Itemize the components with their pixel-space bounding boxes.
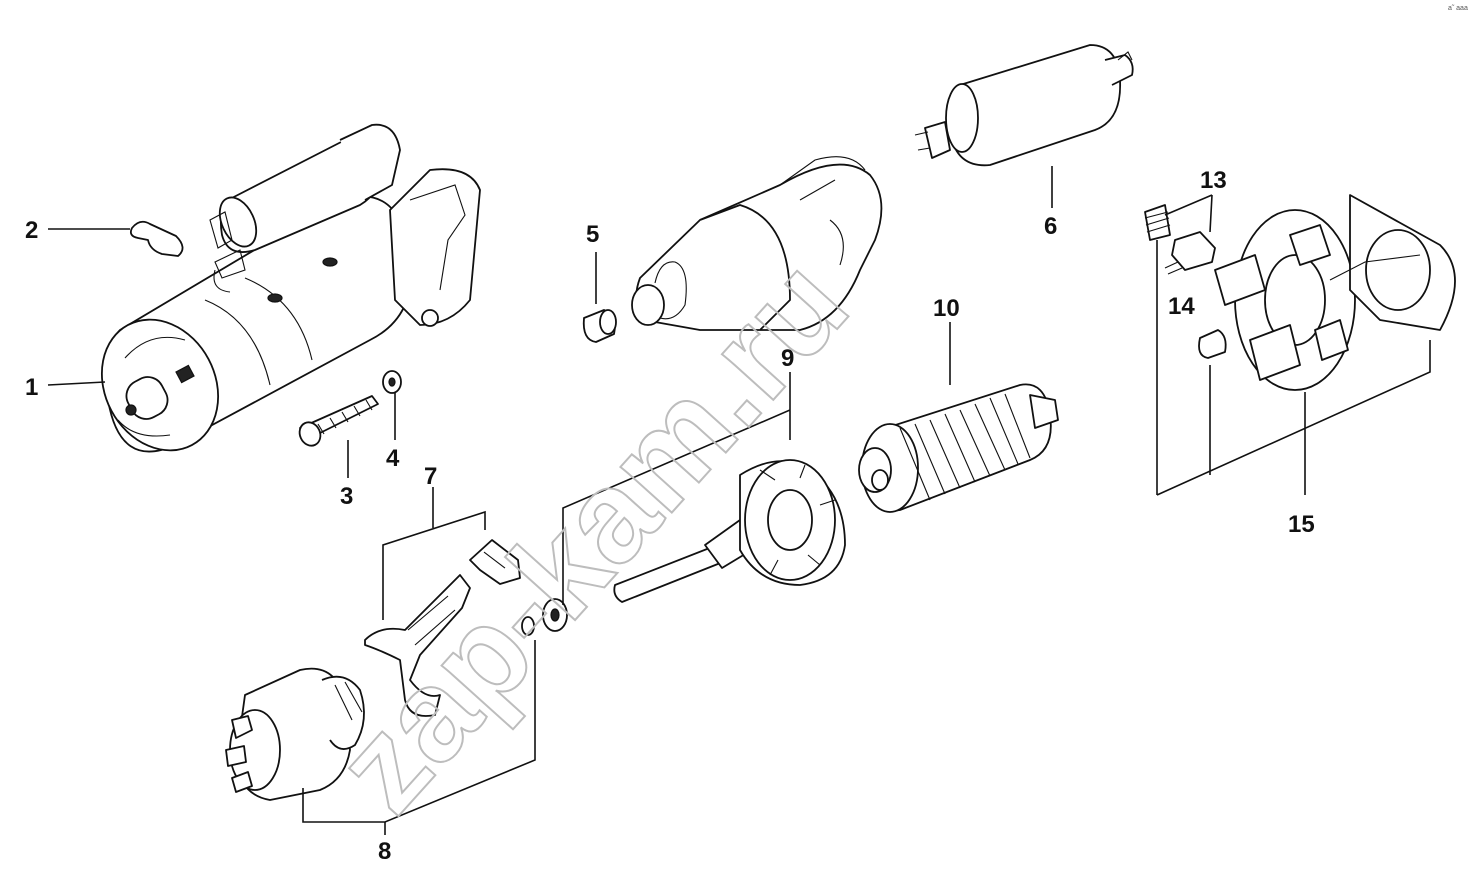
callout-6: 6 [1044, 213, 1057, 240]
corner-mark: a˜ aaa [1448, 5, 1468, 12]
callout-7: 7 [424, 463, 437, 490]
leader-lines [47, 166, 1431, 835]
callout-15: 15 [1288, 511, 1315, 538]
callout-3: 3 [340, 483, 353, 510]
armature[interactable] [858, 383, 1059, 513]
solenoid[interactable] [914, 44, 1134, 167]
callout-1: 1 [25, 374, 38, 401]
brush-holder-plate[interactable] [1214, 194, 1456, 391]
bushing-front[interactable] [582, 309, 617, 343]
callout-4: 4 [386, 445, 400, 472]
drive-pinion[interactable] [225, 598, 568, 801]
callout-14: 14 [1168, 293, 1195, 320]
callout-9: 9 [781, 345, 794, 372]
callout-5: 5 [586, 221, 599, 248]
starter-assembly[interactable] [80, 123, 481, 471]
callout-2: 2 [25, 217, 38, 244]
shift-lever-kit[interactable] [364, 539, 521, 717]
terminal-boot[interactable] [129, 220, 184, 257]
callout-13: 13 [1200, 167, 1227, 194]
drive-end-housing[interactable] [631, 156, 883, 331]
callout-8: 8 [378, 838, 391, 865]
planetary-gear-set[interactable] [613, 459, 846, 603]
mounting-bolt[interactable] [296, 395, 379, 449]
callout-labels: 1 2 3 4 5 6 7 8 9 10 13 14 15 [25, 167, 1315, 865]
brush-spring-kit[interactable] [1144, 204, 1216, 275]
callout-10: 10 [933, 295, 960, 322]
washer[interactable] [382, 370, 402, 394]
bushing-rear[interactable] [1198, 329, 1227, 359]
